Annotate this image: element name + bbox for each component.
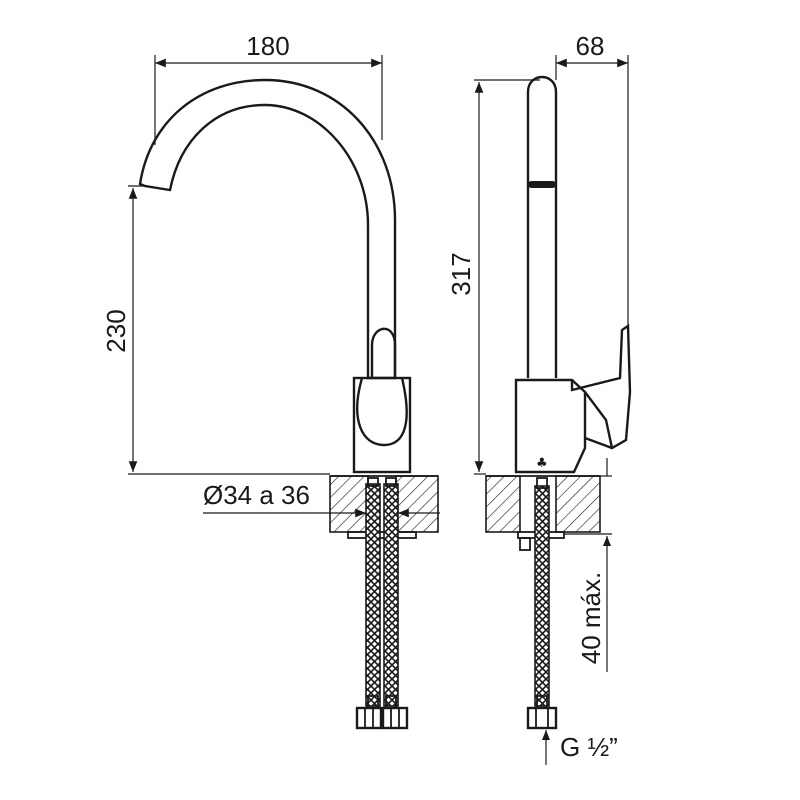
front-hose-right	[383, 483, 399, 707]
side-view: ♣ 68 317 40 máx.	[446, 31, 632, 765]
dim-label-68: 68	[576, 31, 605, 61]
brand-logo: ♣	[536, 456, 548, 471]
dim-label-180: 180	[246, 31, 289, 61]
front-mount-nut	[347, 531, 417, 539]
side-aerator	[528, 181, 556, 188]
side-lever	[570, 323, 632, 450]
side-hose	[534, 485, 550, 707]
side-hose-fitting	[526, 695, 558, 730]
side-body	[514, 378, 587, 474]
side-spout	[526, 75, 558, 378]
dim-label-40: 40 máx.	[576, 572, 606, 665]
side-counter-left	[485, 475, 521, 533]
front-view: 180 230 Ø34 a 36	[101, 31, 440, 730]
dim-label-317: 317	[446, 252, 476, 295]
front-hose-left	[365, 483, 381, 707]
dim-label-diameter: Ø34 a 36	[203, 480, 310, 510]
front-counter-left	[329, 475, 369, 533]
dim-label-thread: G ½”	[560, 732, 618, 762]
front-lever	[370, 327, 397, 378]
front-body	[352, 376, 412, 474]
dim-label-230: 230	[101, 309, 131, 352]
front-counter-right	[395, 475, 439, 533]
front-hose-fittings	[355, 695, 409, 730]
side-counter-right	[555, 475, 601, 533]
front-spout	[138, 78, 397, 380]
front-cartridge-bulge	[356, 377, 408, 447]
